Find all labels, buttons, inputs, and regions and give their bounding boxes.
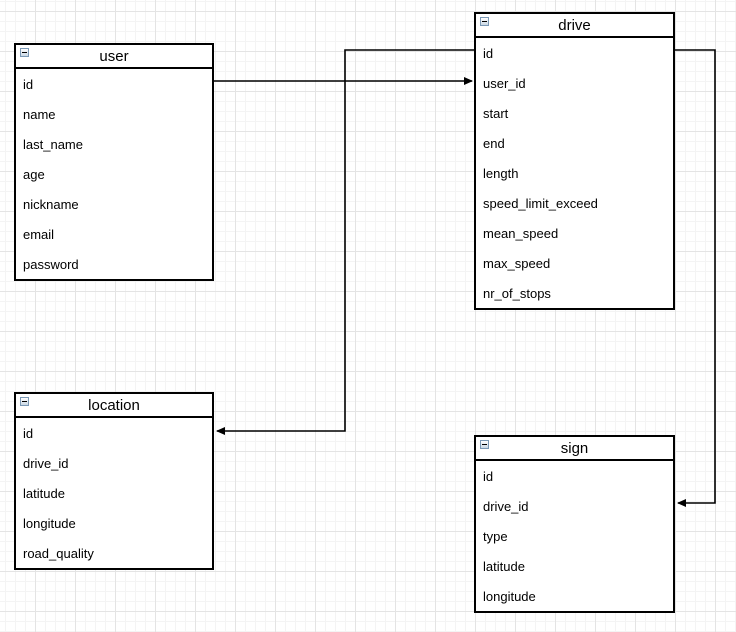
table-row[interactable]: id <box>23 425 34 441</box>
table-row[interactable]: id <box>23 76 34 92</box>
table-row[interactable]: nickname <box>23 196 79 212</box>
collapse-minus-icon[interactable] <box>480 440 489 449</box>
table-row[interactable]: drive_id <box>23 455 69 471</box>
collapse-minus-icon[interactable] <box>20 48 29 57</box>
entity-title: user <box>99 47 129 65</box>
table-row[interactable]: start <box>483 105 509 121</box>
table-row[interactable]: last_name <box>23 136 83 152</box>
collapse-minus-icon[interactable] <box>20 397 29 406</box>
entity-title: location <box>88 396 140 414</box>
table-row[interactable]: latitude <box>483 558 525 574</box>
table-row[interactable]: type <box>483 528 508 544</box>
entity-header[interactable]: location <box>16 394 212 418</box>
table-row[interactable]: speed_limit_exceed <box>483 195 598 211</box>
table-row[interactable]: road_quality <box>23 545 94 561</box>
table-row[interactable]: id <box>483 468 494 484</box>
entity-title: sign <box>560 439 589 457</box>
table-row[interactable]: max_speed <box>483 255 551 271</box>
table-row[interactable]: end <box>483 135 505 151</box>
table-row[interactable]: password <box>23 256 79 272</box>
entity-table-location[interactable]: location id drive_id latitude longitude road… <box>14 392 214 570</box>
entity-header[interactable]: user <box>16 45 212 69</box>
table-row[interactable]: length <box>483 165 519 181</box>
entity-title: drive <box>558 16 591 34</box>
table-row[interactable]: nr_of_stops <box>483 285 551 301</box>
table-row[interactable]: latitude <box>23 485 65 501</box>
connector-drive-to-sign[interactable] <box>675 49 716 507</box>
table-row[interactable]: mean_speed <box>483 225 559 241</box>
table-row[interactable]: longitude <box>23 515 76 531</box>
table-row[interactable]: drive_id <box>483 498 529 514</box>
collapse-minus-icon[interactable] <box>480 17 489 26</box>
entity-field-list: id drive_id latitude longitude road_quality <box>16 418 212 568</box>
table-row[interactable]: longitude <box>483 588 536 604</box>
connector-drive-to-location[interactable] <box>216 49 474 435</box>
entity-header[interactable]: sign <box>476 437 673 461</box>
table-row[interactable]: id <box>483 45 494 61</box>
table-row[interactable]: email <box>23 226 55 242</box>
table-row[interactable]: name <box>23 106 56 122</box>
table-row[interactable]: user_id <box>483 75 526 91</box>
entity-header[interactable]: drive <box>476 14 673 38</box>
table-row[interactable]: age <box>23 166 45 182</box>
